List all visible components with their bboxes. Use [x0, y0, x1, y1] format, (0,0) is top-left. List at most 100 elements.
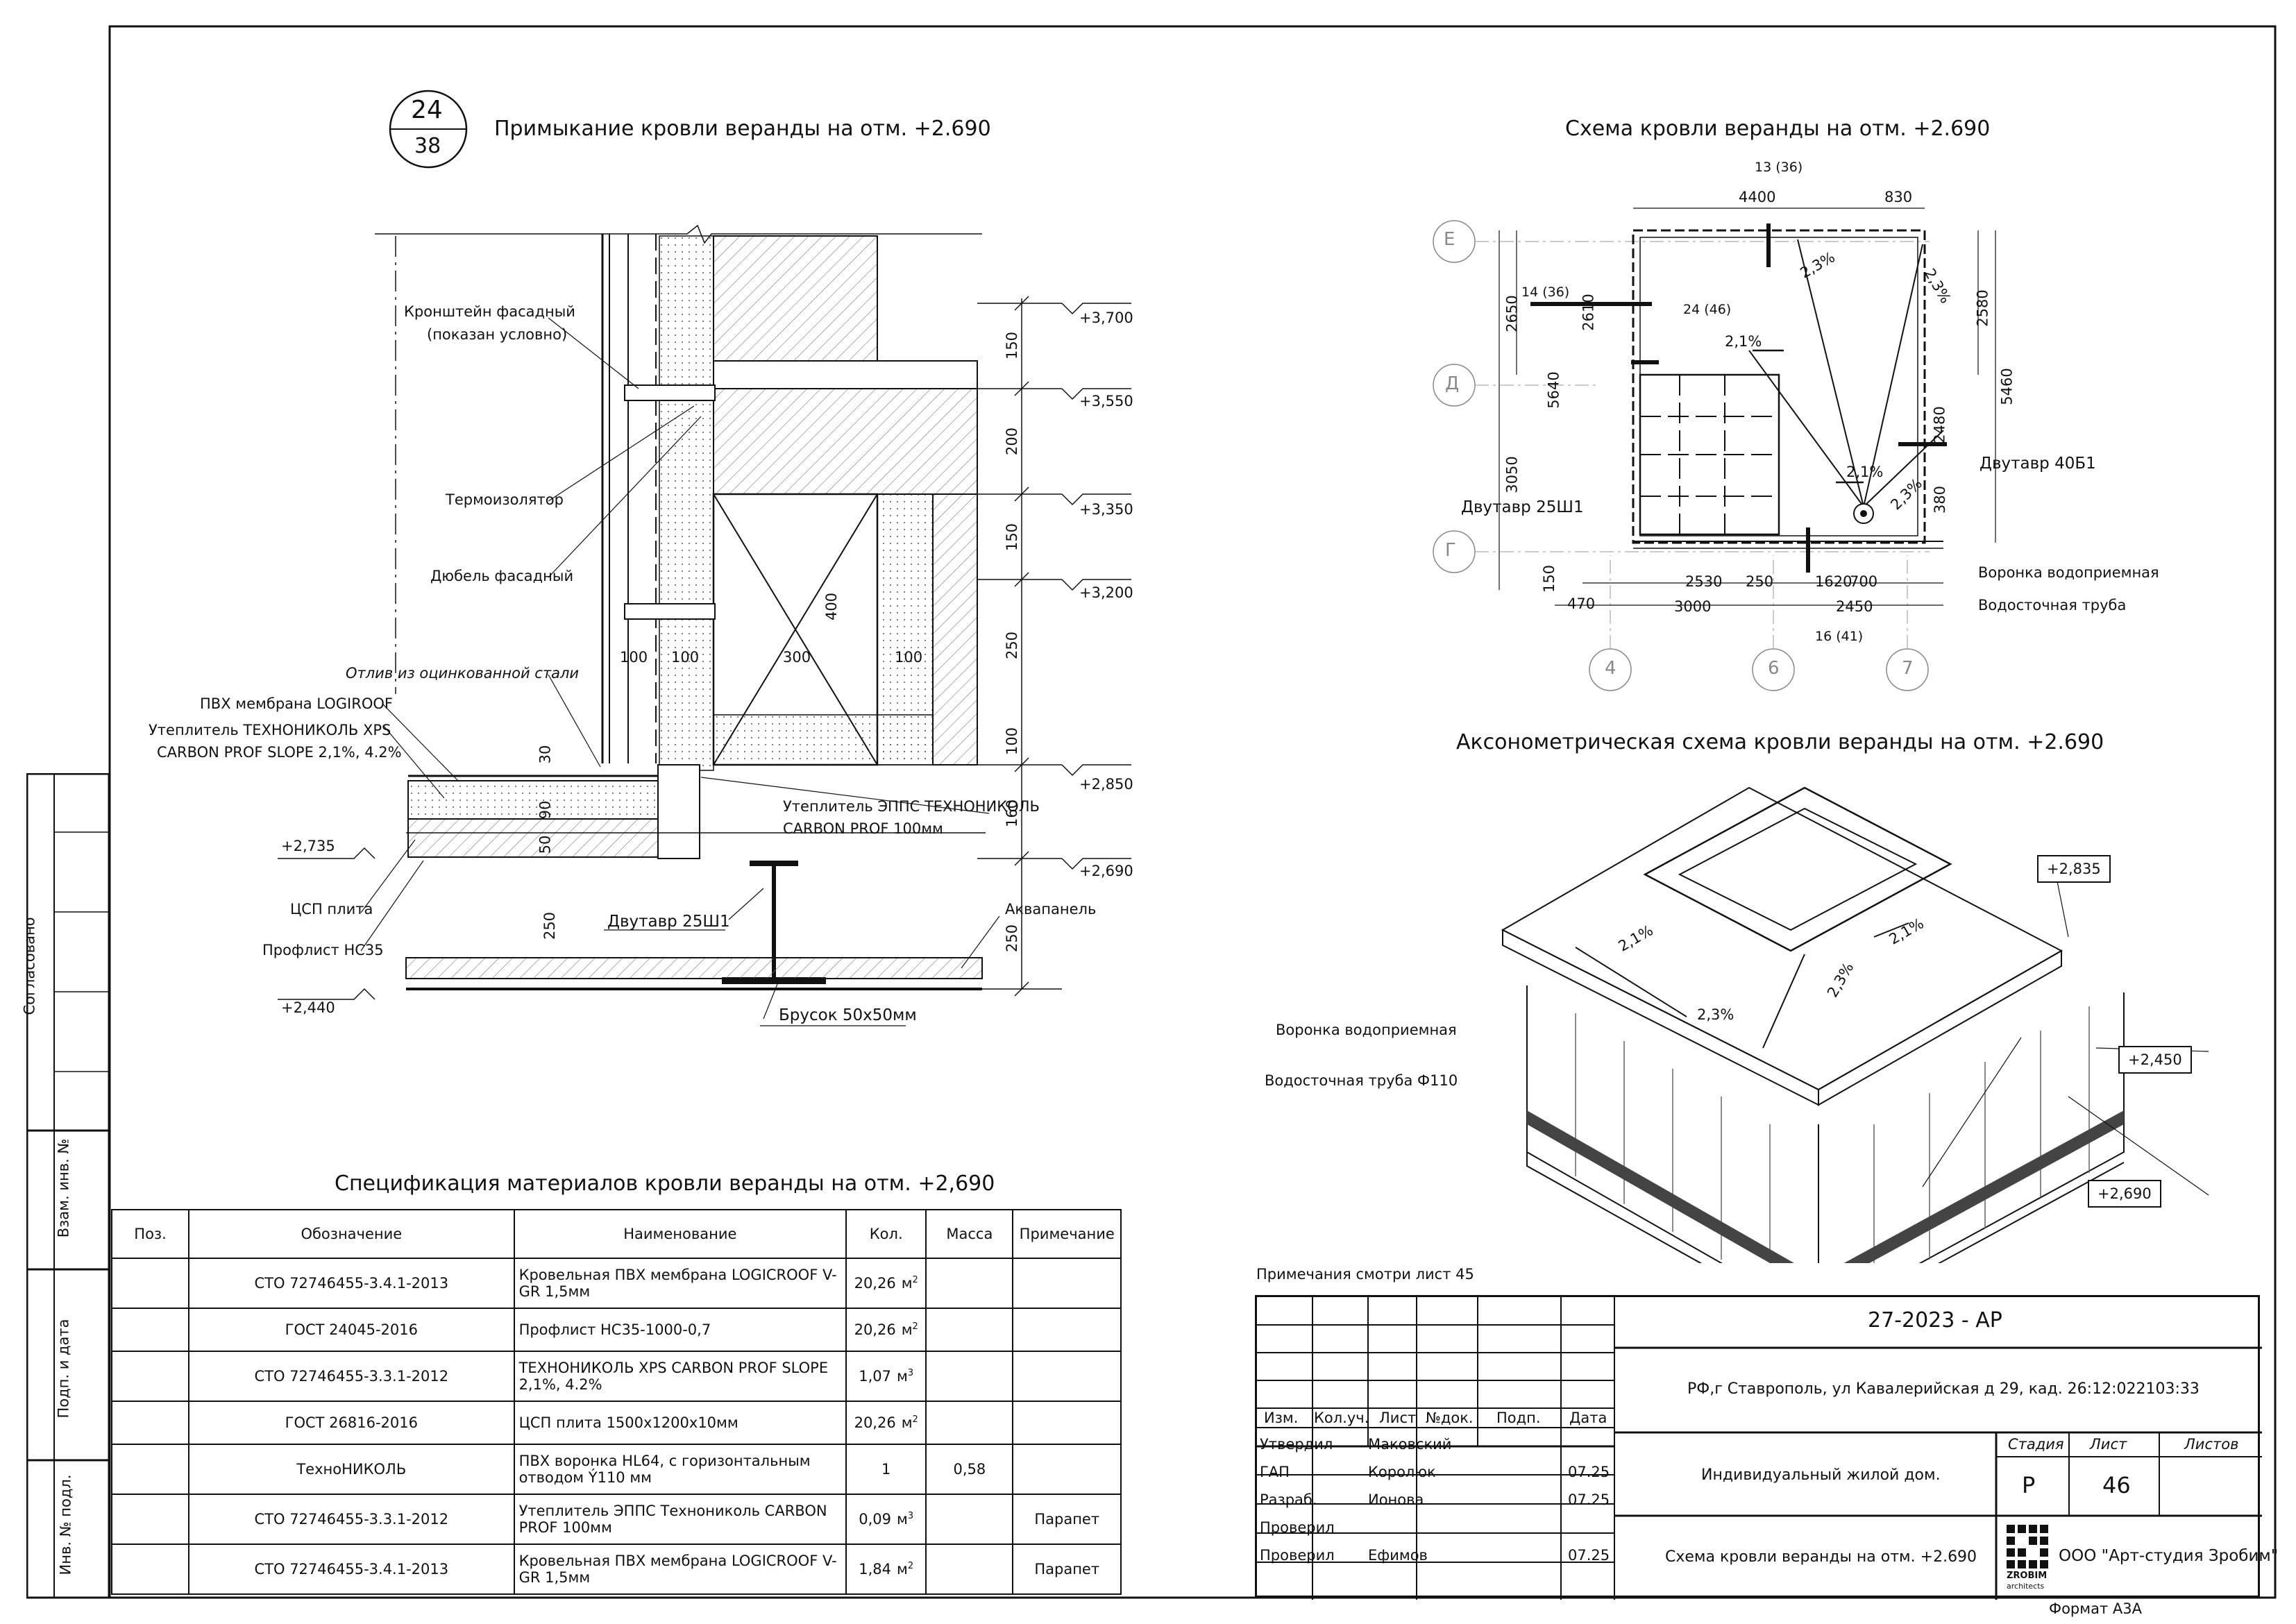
- stamp-date-2: 07.25: [1568, 1464, 1610, 1480]
- axonometric-drawing: [1501, 786, 2209, 1263]
- spec-cell-note: Парапет: [1012, 1494, 1122, 1545]
- dim-250c: 250: [541, 911, 559, 940]
- spec-cell-pos: [110, 1351, 190, 1402]
- left-inv-replace: Взам. инв. №: [55, 1138, 72, 1238]
- axis-7: 7: [1902, 658, 1914, 679]
- label-xps-2: CARBON PROF SLOPE 2,1%, 4.2%: [157, 744, 402, 761]
- spec-cell-code: СТО 72746455-3.3.1-2012: [188, 1351, 515, 1402]
- spec-cell-name: Утеплитель ЭППС Технониколь CARBON PROF …: [513, 1494, 847, 1545]
- axis-G: Г: [1445, 540, 1456, 561]
- spec-head-mass: Масса: [925, 1209, 1014, 1259]
- dim-24: 24 (46): [1683, 302, 1732, 317]
- spec-cell-name: ЦСП плита 1500х1200х10мм: [513, 1401, 847, 1445]
- spec-head-note: Примечание: [1012, 1209, 1122, 1259]
- dim-5460: 5460: [1998, 368, 2016, 405]
- spec-qty-value: 1: [881, 1461, 891, 1478]
- spec-head-code: Обозначение: [188, 1209, 515, 1259]
- stamp-stage: Р: [2022, 1472, 2036, 1498]
- label-pipe-axo: Водосточная труба Ф110: [1265, 1072, 1458, 1089]
- label-beam: Двутавр 25Ш1: [607, 913, 730, 931]
- stamp-role-4: Проверил: [1260, 1519, 1335, 1536]
- level-3350: +3,350: [1079, 501, 1133, 518]
- spec-head-pos: Поз.: [110, 1209, 190, 1259]
- dim-30: 30: [537, 745, 554, 764]
- stamp-project-code: 27-2023 - АР: [1868, 1308, 2002, 1333]
- stamp-name-5: Ефимов: [1368, 1547, 1428, 1564]
- label-flashing: Отлив из оцинкованной стали: [346, 665, 580, 682]
- dim-470: 470: [1567, 595, 1596, 612]
- stamp-head-change: Изм.: [1264, 1410, 1299, 1426]
- spec-qty-value: 1,07: [859, 1368, 892, 1385]
- level-3700: +3,700: [1079, 310, 1133, 326]
- stamp-head-doc: №док.: [1426, 1410, 1474, 1426]
- stamp-head-date: Дата: [1569, 1410, 1607, 1426]
- company-logo-text: ZROBIM: [2007, 1571, 2048, 1581]
- spec-qty-unit: м: [897, 1511, 908, 1528]
- company-logo: [2007, 1525, 2051, 1569]
- stamp-date-5: 07.25: [1568, 1547, 1610, 1564]
- dim-w300: 300: [783, 649, 811, 666]
- dim-2530: 2530: [1685, 573, 1723, 590]
- label-epps-1: Утеплитель ЭППС ТЕХНОНИКОЛЬ: [783, 798, 1040, 815]
- spec-cell-code: ГОСТ 24045-2016: [188, 1308, 515, 1352]
- title-block: Изм. Кол.уч. Лист №док. Подп. Дата Утвер…: [1255, 1295, 2278, 1600]
- roof-plan-title: Схема кровли веранды на отм. +2.690: [1565, 117, 1991, 141]
- stamp-head-sign: Подп.: [1496, 1410, 1541, 1426]
- stamp-role-5: Проверил: [1260, 1547, 1335, 1564]
- stamp-address: РФ,г Ставрополь, ул Кавалерийская д 29, …: [1687, 1380, 2200, 1398]
- dim-150: 150: [1541, 564, 1558, 593]
- spec-cell-name: Кровельная ПВХ мембрана LOGICROOF V-GR 1…: [513, 1258, 847, 1309]
- spec-title: Спецификация материалов кровли веранды н…: [335, 1172, 995, 1196]
- spec-cell-pos: [110, 1308, 190, 1352]
- notes-text: Примечания смотри лист 45: [1256, 1266, 1474, 1283]
- spec-head-name: Наименование: [513, 1209, 847, 1259]
- dim-380: 380: [1932, 485, 1949, 514]
- spec-cell-name: ПВХ воронка HL64, с горизонтальным отвод…: [513, 1444, 847, 1495]
- spec-cell-code: СТО 72746455-3.4.1-2013: [188, 1543, 515, 1595]
- spec-cell-mass: [925, 1258, 1014, 1309]
- left-inv-orig: Инв. № подл.: [57, 1474, 74, 1575]
- spec-cell-pos: [110, 1258, 190, 1309]
- slope-plan-4: 2,1%: [1846, 464, 1884, 480]
- axis-6: 6: [1768, 658, 1780, 679]
- spec-cell-mass: [925, 1543, 1014, 1595]
- dim-160: 160: [1004, 799, 1021, 828]
- stamp-head-sheet: Лист: [1379, 1410, 1417, 1426]
- dim-3050: 3050: [1503, 456, 1521, 493]
- label-beam25-plan: Двутавр 25Ш1: [1461, 498, 1584, 516]
- slope-axo-3: 2,3%: [1697, 1006, 1734, 1023]
- dim-2480: 2480: [1931, 406, 1948, 443]
- spec-cell-code: ГОСТ 26816-2016: [188, 1401, 515, 1445]
- dim-100: 100: [1004, 727, 1021, 756]
- spec-cell-mass: 0,58: [925, 1444, 1014, 1495]
- left-stamp-column: [26, 773, 110, 1599]
- stamp-name-3: Ионова: [1368, 1491, 1424, 1508]
- level-3550: +3,550: [1079, 393, 1133, 409]
- spec-table: Поз. Обозначение Наименование Кол. Масса…: [110, 1209, 1122, 1595]
- spec-cell-mass: [925, 1308, 1014, 1352]
- spec-cell-code: СТО 72746455-3.4.1-2013: [188, 1258, 515, 1309]
- level-2440: +2,440: [281, 999, 335, 1016]
- label-dowel: Дюбель фасадный: [430, 568, 574, 584]
- spec-cell-name: Профлист НС35-1000-0,7: [513, 1308, 847, 1352]
- dim-w100c: 100: [895, 649, 923, 666]
- label-pvc: ПВХ мембрана LOGIROOF: [200, 695, 393, 712]
- spec-qty-unit: м: [901, 1414, 913, 1431]
- spec-cell-code: ТехноНИКОЛЬ: [188, 1444, 515, 1495]
- dim-700: 700: [1850, 573, 1878, 590]
- spec-cell-mass: [925, 1494, 1014, 1545]
- spec-cell-pos: [110, 1444, 190, 1495]
- mark-number-top: 24: [411, 96, 443, 124]
- dim-h400: 400: [823, 592, 841, 621]
- level-axo-2690: +2,690: [2088, 1180, 2161, 1208]
- label-profile: Профлист НС35: [262, 942, 384, 958]
- spec-qty-value: 20,26: [854, 1275, 896, 1292]
- spec-qty-value: 20,26: [854, 1321, 896, 1338]
